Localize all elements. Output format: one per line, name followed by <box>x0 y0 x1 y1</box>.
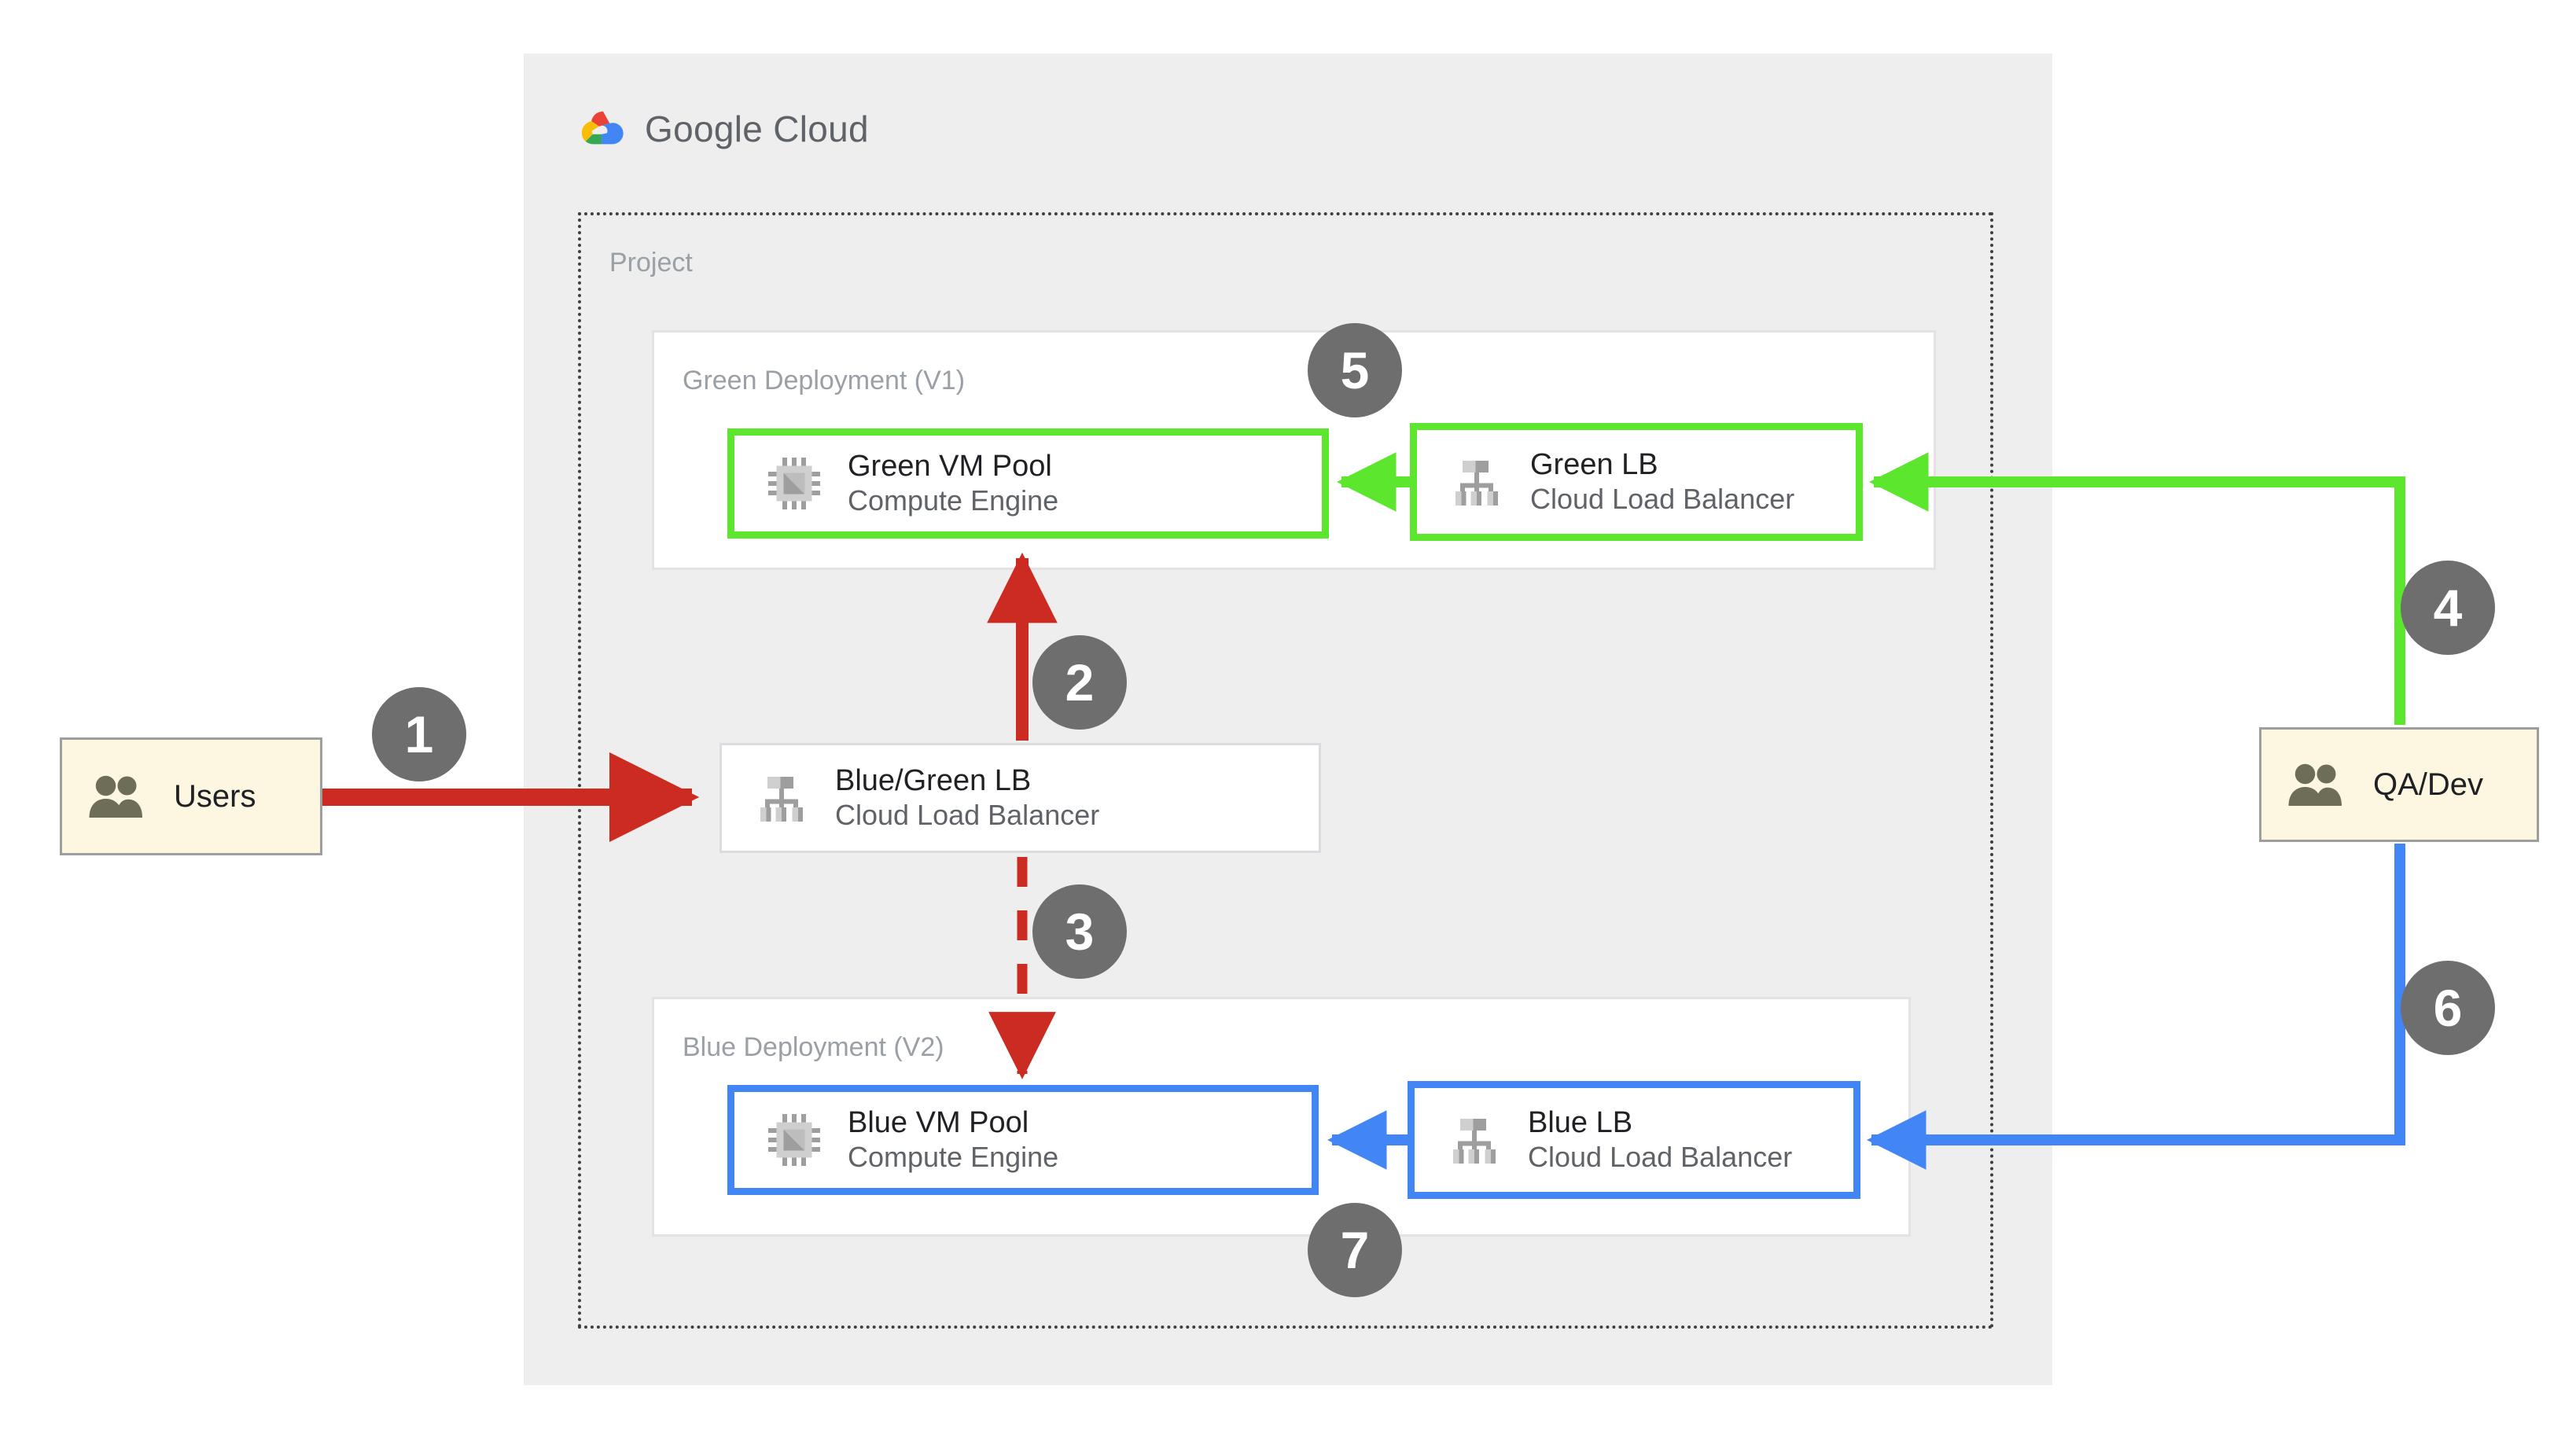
node-subtitle: Compute Engine <box>848 1141 1059 1174</box>
node-title: Green VM Pool <box>848 450 1052 484</box>
node-title: Blue VM Pool <box>848 1106 1029 1140</box>
people-icon <box>89 775 142 818</box>
node-green-vm-pool[interactable]: Green VM Pool Compute Engine <box>727 428 1329 539</box>
actor-qa-dev[interactable]: QA/Dev <box>2259 727 2539 842</box>
green-deployment-label: Green Deployment (V1) <box>683 366 966 395</box>
step-badge-3: 3 <box>1032 884 1127 979</box>
google-cloud-brand: Google Cloud <box>579 107 869 151</box>
load-balancer-icon <box>760 777 803 822</box>
flow-qa-dev-to-green-lb <box>1868 452 2405 725</box>
node-green-lb[interactable]: Green LB Cloud Load Balancer <box>1410 423 1863 541</box>
project-boundary <box>578 212 1993 1329</box>
actor-label: Users <box>174 778 256 814</box>
node-subtitle: Cloud Load Balancer <box>1528 1141 1793 1174</box>
step-badge-2: 2 <box>1032 635 1127 730</box>
node-title: Green LB <box>1530 448 1658 482</box>
step-badge-1: 1 <box>372 687 466 781</box>
blue-deployment-label: Blue Deployment (V2) <box>683 1032 944 1062</box>
node-subtitle: Cloud Load Balancer <box>1530 483 1795 516</box>
google-cloud-logo-icon <box>581 111 624 145</box>
cpu-chip-icon <box>768 458 820 509</box>
node-bluegreen-lb[interactable]: Blue/Green LB Cloud Load Balancer <box>719 743 1321 853</box>
actor-label: QA/Dev <box>2373 767 2484 802</box>
step-badge-4: 4 <box>2401 561 2495 655</box>
load-balancer-icon <box>1455 461 1498 506</box>
node-blue-lb[interactable]: Blue LB Cloud Load Balancer <box>1408 1081 1860 1199</box>
brand-name-bold: Cloud <box>763 108 869 149</box>
step-badge-6: 6 <box>2401 961 2495 1055</box>
actor-users[interactable]: Users <box>60 737 322 855</box>
people-icon <box>2288 763 2342 806</box>
node-blue-vm-pool[interactable]: Blue VM Pool Compute Engine <box>727 1085 1319 1195</box>
node-subtitle: Compute Engine <box>848 484 1059 517</box>
node-subtitle: Cloud Load Balancer <box>835 799 1100 832</box>
node-title: Blue/Green LB <box>835 764 1032 798</box>
cpu-chip-icon <box>768 1114 820 1166</box>
brand-name-light: Google <box>645 108 764 149</box>
flow-qa-dev-to-blue-lb <box>1866 844 2405 1170</box>
project-label: Project <box>609 248 693 278</box>
step-badge-5: 5 <box>1308 323 1402 417</box>
google-cloud-wordmark: Google Cloud <box>645 108 869 150</box>
step-badge-7: 7 <box>1308 1203 1402 1297</box>
load-balancer-icon <box>1453 1119 1496 1164</box>
node-title: Blue LB <box>1528 1106 1633 1140</box>
